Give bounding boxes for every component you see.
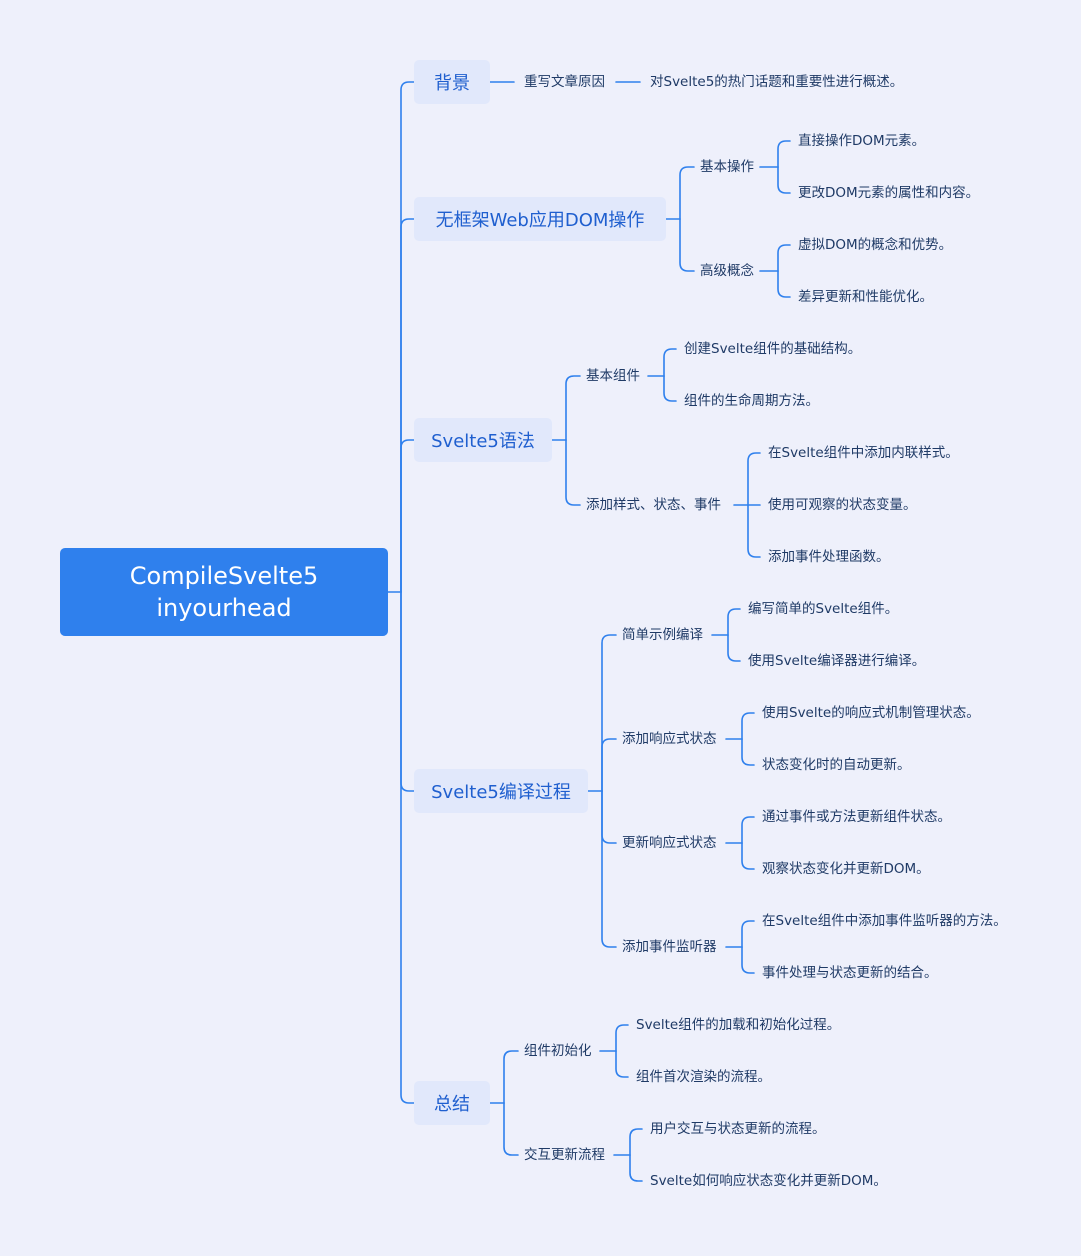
topic-node[interactable]: 基本组件 bbox=[586, 368, 640, 384]
topic-node[interactable]: 组件初始化 bbox=[524, 1043, 592, 1059]
leaf-node[interactable]: Svelte组件的加载和初始化过程。 bbox=[636, 1017, 841, 1033]
connector-line bbox=[741, 920, 755, 948]
leaf-node[interactable]: 观察状态变化并更新DOM。 bbox=[762, 861, 930, 877]
leaf-node[interactable]: 组件首次渲染的流程。 bbox=[636, 1069, 771, 1085]
leaf-node[interactable]: 创建Svelte组件的基础结构。 bbox=[684, 341, 862, 357]
connector-line bbox=[741, 816, 755, 844]
leaf-node[interactable]: 用户交互与状态更新的流程。 bbox=[650, 1121, 826, 1137]
leaf-node[interactable]: 使用Svelte的响应式机制管理状态。 bbox=[762, 705, 980, 721]
connector-line bbox=[565, 439, 581, 506]
branch-node-dom-operations[interactable]: 无框架Web应用DOM操作 bbox=[414, 197, 666, 241]
topic-node[interactable]: 交互更新流程 bbox=[524, 1147, 605, 1163]
connector-line bbox=[615, 1050, 629, 1078]
connector-line bbox=[400, 591, 415, 792]
root-node[interactable]: CompileSvelte5 inyourhead bbox=[60, 548, 388, 636]
topic-node[interactable]: 简单示例编译 bbox=[622, 627, 703, 643]
branch-node-svelte5-syntax[interactable]: Svelte5语法 bbox=[414, 418, 552, 462]
connector-line bbox=[400, 591, 415, 1104]
leaf-node[interactable]: 在Svelte组件中添加内联样式。 bbox=[768, 445, 959, 461]
connector-line bbox=[679, 166, 695, 220]
topic-node[interactable]: 重写文章原因 bbox=[524, 74, 605, 90]
connector-line bbox=[601, 790, 617, 844]
connector-line bbox=[503, 1102, 519, 1156]
leaf-node[interactable]: Svelte如何响应状态变化并更新DOM。 bbox=[650, 1173, 887, 1189]
leaf-node[interactable]: 更改DOM元素的属性和内容。 bbox=[798, 185, 980, 201]
leaf-node[interactable]: 在Svelte组件中添加事件监听器的方法。 bbox=[762, 913, 1007, 929]
connector-line bbox=[400, 218, 415, 593]
connector-line bbox=[601, 634, 617, 792]
connector-line bbox=[777, 140, 791, 168]
root-title-line-1: CompileSvelte5 bbox=[129, 562, 319, 590]
connector-line bbox=[615, 1024, 629, 1052]
leaf-node[interactable]: 事件处理与状态更新的结合。 bbox=[762, 965, 938, 981]
leaf-node[interactable]: 组件的生命周期方法。 bbox=[684, 393, 819, 409]
branch-node-background[interactable]: 背景 bbox=[414, 60, 490, 104]
connector-line bbox=[400, 81, 415, 593]
branch-node-compile-process[interactable]: Svelte5编译过程 bbox=[414, 769, 588, 813]
connector-line bbox=[629, 1128, 643, 1156]
connector-line bbox=[503, 1050, 519, 1104]
connector-line bbox=[629, 1154, 643, 1182]
root-title-line-2: inyourhead bbox=[156, 594, 292, 622]
connector-line bbox=[777, 244, 791, 272]
connector-line bbox=[727, 634, 741, 662]
topic-node[interactable]: 添加样式、状态、事件 bbox=[586, 497, 721, 513]
topic-node[interactable]: 添加响应式状态 bbox=[622, 731, 717, 747]
leaf-node[interactable]: 添加事件处理函数。 bbox=[768, 549, 890, 565]
connector-line bbox=[663, 348, 677, 377]
leaf-node[interactable]: 使用Svelte编译器进行编译。 bbox=[748, 653, 926, 669]
leaf-node[interactable]: 状态变化时的自动更新。 bbox=[762, 757, 911, 773]
leaf-node[interactable]: 使用可观察的状态变量。 bbox=[768, 497, 917, 513]
connector-line bbox=[663, 375, 677, 402]
leaf-node[interactable]: 差异更新和性能优化。 bbox=[798, 289, 933, 305]
leaf-node[interactable]: 通过事件或方法更新组件状态。 bbox=[762, 809, 951, 825]
connector-line bbox=[777, 270, 791, 298]
leaf-node[interactable]: 编写简单的Svelte组件。 bbox=[748, 601, 899, 617]
connector-line bbox=[565, 375, 581, 441]
connector-line bbox=[679, 218, 695, 272]
connector-line bbox=[747, 452, 761, 506]
connector-line bbox=[741, 946, 755, 974]
branch-node-summary[interactable]: 总结 bbox=[414, 1081, 490, 1125]
connector-line bbox=[727, 608, 741, 636]
connector-line bbox=[741, 842, 755, 870]
connector-line bbox=[400, 439, 415, 593]
connector-line bbox=[601, 738, 617, 792]
leaf-node[interactable]: 对Svelte5的热门话题和重要性进行概述。 bbox=[650, 74, 904, 90]
leaf-node[interactable]: 虚拟DOM的概念和优势。 bbox=[798, 237, 953, 253]
topic-node[interactable]: 添加事件监听器 bbox=[622, 939, 717, 955]
connector-line bbox=[747, 504, 761, 558]
topic-node[interactable]: 基本操作 bbox=[700, 159, 754, 175]
topic-node[interactable]: 高级概念 bbox=[700, 263, 754, 279]
topic-node[interactable]: 更新响应式状态 bbox=[622, 835, 717, 851]
connector-line bbox=[601, 790, 617, 948]
connector-line bbox=[777, 166, 791, 194]
connector-line bbox=[741, 712, 755, 740]
connector-line bbox=[741, 738, 755, 766]
leaf-node[interactable]: 直接操作DOM元素。 bbox=[798, 133, 926, 149]
